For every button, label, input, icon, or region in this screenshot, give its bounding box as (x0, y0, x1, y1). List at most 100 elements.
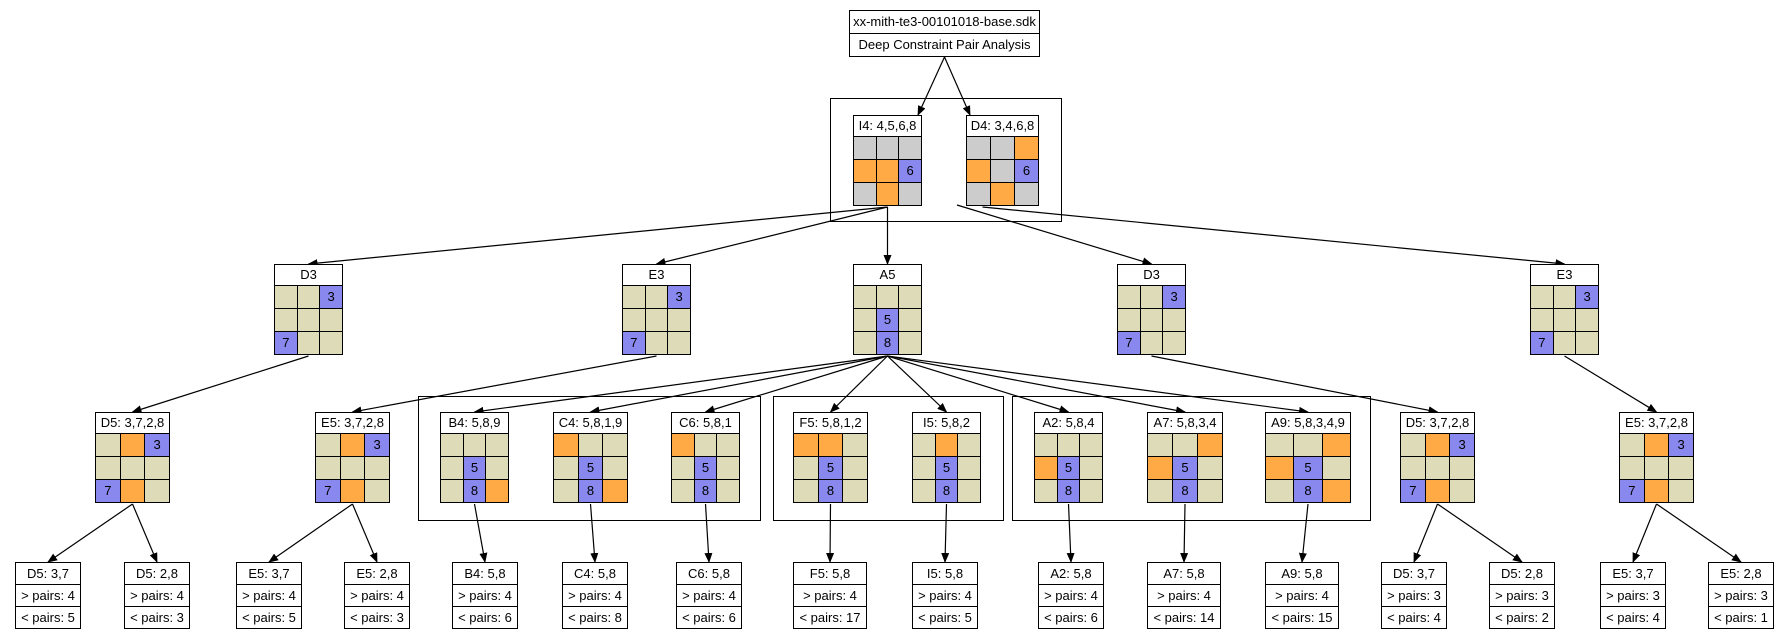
edge-a5-c6 (704, 355, 888, 414)
grid-cell: 3 (1450, 434, 1474, 456)
grid-cell (668, 309, 690, 331)
grid-cell (340, 480, 365, 502)
greater-pairs-count: > pairs: 4 (563, 585, 627, 606)
pair-cell-label: C4: 5,8 (563, 563, 627, 584)
greater-pairs-count: > pairs: 4 (1266, 585, 1338, 606)
grid-cell (1450, 457, 1474, 479)
grid-cell (554, 480, 578, 502)
pair-cell-label: A7: 5,8 (1148, 563, 1220, 584)
grid-cell (1148, 480, 1172, 502)
grid-cell (1401, 457, 1425, 479)
grid-cell (672, 457, 694, 479)
grid-cell: 3 (320, 286, 342, 308)
grid-cell (1294, 434, 1322, 456)
grid-cell: 3 (365, 434, 389, 456)
greater-pairs-count: > pairs: 4 (125, 585, 189, 606)
grid-cell: 5 (1173, 457, 1197, 479)
pair-count-node-l_f5: F5: 5,8> pairs: 4< pairs: 17 (793, 562, 867, 629)
grid-cell: 5 (1294, 457, 1322, 479)
pair-count-node-l_a2: A2: 5,8> pairs: 4< pairs: 6 (1038, 562, 1104, 629)
cluster-box-col (418, 396, 761, 521)
grid-cell (1553, 309, 1576, 331)
grid-cell (463, 434, 486, 456)
grid-cell (1322, 434, 1350, 456)
grid-cell (441, 480, 463, 502)
grid-cell (554, 457, 578, 479)
grid-cell: 8 (935, 480, 958, 502)
grid-cell (365, 480, 389, 502)
grid-cell (854, 332, 876, 354)
grid-cell: 5 (818, 457, 843, 479)
grid-cell (316, 434, 340, 456)
grid-cell (1140, 332, 1163, 354)
pair-count-node-l_a7: A7: 5,8> pairs: 4< pairs: 14 (1147, 562, 1221, 629)
pair-cell-label: E5: 3,7 (1601, 563, 1665, 584)
greater-pairs-count: > pairs: 3 (1601, 585, 1665, 606)
edge-e5a-l_e5_28a (351, 503, 378, 563)
grid-cell (603, 457, 627, 479)
edge-i5-l_i5 (941, 503, 950, 563)
grid-cell (120, 434, 145, 456)
grid-cell: 7 (275, 332, 297, 354)
lesser-pairs-count: < pairs: 8 (563, 607, 627, 628)
grid-cell (120, 457, 145, 479)
grid-cell (297, 332, 320, 354)
grid-cell (991, 183, 1014, 205)
pair-count-node-l_e5_37a: E5: 3,7> pairs: 4< pairs: 5 (236, 562, 302, 629)
grid-cell (1015, 183, 1038, 205)
grid-cell (794, 434, 818, 456)
node-label: A5 (854, 265, 921, 286)
edge-d3b-d5b (1151, 355, 1439, 415)
edge-d5a-l_d5_37a (47, 503, 133, 563)
grid-cell: 7 (1118, 332, 1140, 354)
grid-cell (340, 434, 365, 456)
grid-cell (876, 286, 899, 308)
lesser-pairs-count: < pairs: 6 (1039, 607, 1103, 628)
pair-cell-label: D5: 3,7 (16, 563, 80, 584)
edge-b4-l_b4 (473, 503, 488, 563)
grid-cell (1015, 137, 1038, 159)
grid-cell (1148, 434, 1172, 456)
pair-count-node-l_d5_37a: D5: 3,7> pairs: 4< pairs: 5 (15, 562, 81, 629)
grid-cell (1140, 309, 1163, 331)
greater-pairs-count: > pairs: 4 (453, 585, 517, 606)
edge-f5-l_f5 (826, 503, 835, 563)
pair-cell-label: B4: 5,8 (453, 563, 517, 584)
lesser-pairs-count: < pairs: 4 (1601, 607, 1665, 628)
pair-cell-label: I5: 5,8 (913, 563, 977, 584)
grid-cell: 7 (1531, 332, 1553, 354)
grid-cell: 5 (463, 457, 486, 479)
edge-a5-f5 (829, 355, 888, 413)
grid-cell (1148, 457, 1172, 479)
grid-cell (1035, 434, 1057, 456)
lesser-pairs-count: < pairs: 14 (1148, 607, 1220, 628)
grid-cell: 8 (463, 480, 486, 502)
greater-pairs-count: > pairs: 4 (237, 585, 301, 606)
grid-cell: 6 (899, 160, 921, 182)
pair-cell-label: D5: 3,7 (1382, 563, 1446, 584)
greater-pairs-count: > pairs: 4 (16, 585, 80, 606)
grid-cell: 3 (668, 286, 690, 308)
node-label: F5: 5,8,1,2 (794, 413, 867, 434)
grid-cell (554, 434, 578, 456)
edge-e3a-e5a (351, 355, 657, 415)
grid-cell (967, 183, 990, 205)
grid-cell (1531, 309, 1553, 331)
grid-cell (578, 434, 603, 456)
grid-cell (899, 332, 921, 354)
grid-cell: 5 (876, 309, 899, 331)
edge-a5-a2 (887, 355, 1070, 414)
